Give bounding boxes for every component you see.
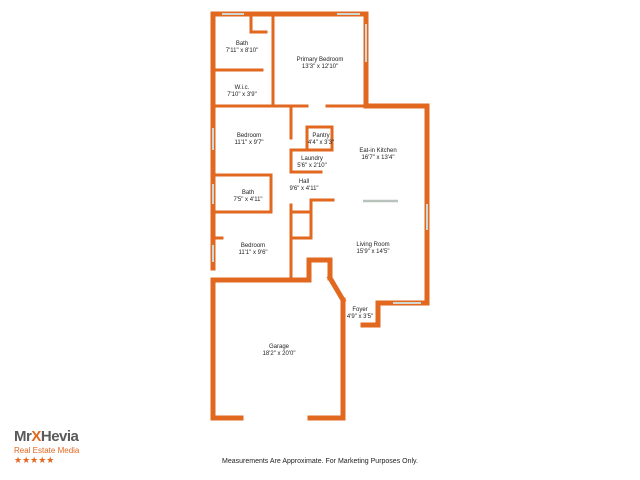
room-name-eat-in-kitchen: Eat-in Kitchen bbox=[359, 148, 396, 154]
room-name-bath-1: Bath bbox=[236, 41, 248, 47]
room-dims-garage: 18'2" x 20'0" bbox=[263, 351, 296, 357]
room-name-garage: Garage bbox=[269, 344, 290, 350]
room-dims-bedroom-1: 11'1" x 9'7" bbox=[234, 140, 263, 146]
room-dims-laundry: 5'6" x 2'10" bbox=[297, 163, 327, 169]
room-name-bedroom-1: Bedroom bbox=[237, 133, 261, 139]
room-dims-hall: 9'6" x 4'11" bbox=[289, 186, 318, 192]
room-dims-foyer: 4'9" x 3'5" bbox=[347, 314, 373, 320]
brand-logo: MrXHevia Real Estate Media ★★★★★ bbox=[12, 428, 102, 468]
brand-name: MrXHevia bbox=[14, 428, 79, 445]
room-name-laundry: Laundry bbox=[301, 156, 323, 162]
room-dims-bedroom-2: 11'1" x 9'6" bbox=[238, 250, 267, 256]
room-dims-primary-bedroom: 13'3" x 12'10" bbox=[302, 64, 338, 70]
disclaimer-text: Measurements Are Approximate. For Market… bbox=[222, 458, 418, 465]
room-dims-wic: 7'10" x 3'9" bbox=[227, 92, 257, 98]
windows bbox=[212, 13, 428, 304]
room-dims-bath-1: 7'11" x 8'10" bbox=[226, 48, 258, 54]
house-x-icon: X bbox=[31, 428, 41, 445]
brand-subtitle: Real Estate Media bbox=[14, 446, 80, 455]
room-name-hall: Hall bbox=[299, 179, 309, 185]
room-dims-living-room: 15'9" x 14'5" bbox=[357, 249, 390, 255]
room-name-bedroom-2: Bedroom bbox=[241, 243, 265, 249]
room-labels: Bath 7'11" x 8'10" Primary Bedroom 13'3"… bbox=[226, 41, 397, 357]
room-name-primary-bedroom: Primary Bedroom bbox=[297, 57, 344, 63]
room-name-pantry: Pantry bbox=[312, 133, 329, 139]
room-name-bath-2: Bath bbox=[242, 190, 254, 196]
room-dims-bath-2: 7'5" x 4'11" bbox=[233, 197, 262, 203]
room-dims-pantry: 4'4" x 3'3" bbox=[308, 140, 334, 146]
room-name-foyer: Foyer bbox=[352, 307, 367, 313]
room-name-living-room: Living Room bbox=[356, 242, 389, 248]
walls bbox=[210, 11, 430, 421]
room-name-wic: W.i.c. bbox=[235, 85, 250, 91]
star-rating-icon: ★★★★★ bbox=[14, 455, 55, 465]
room-dims-eat-in-kitchen: 16'7" x 13'4" bbox=[362, 155, 395, 161]
